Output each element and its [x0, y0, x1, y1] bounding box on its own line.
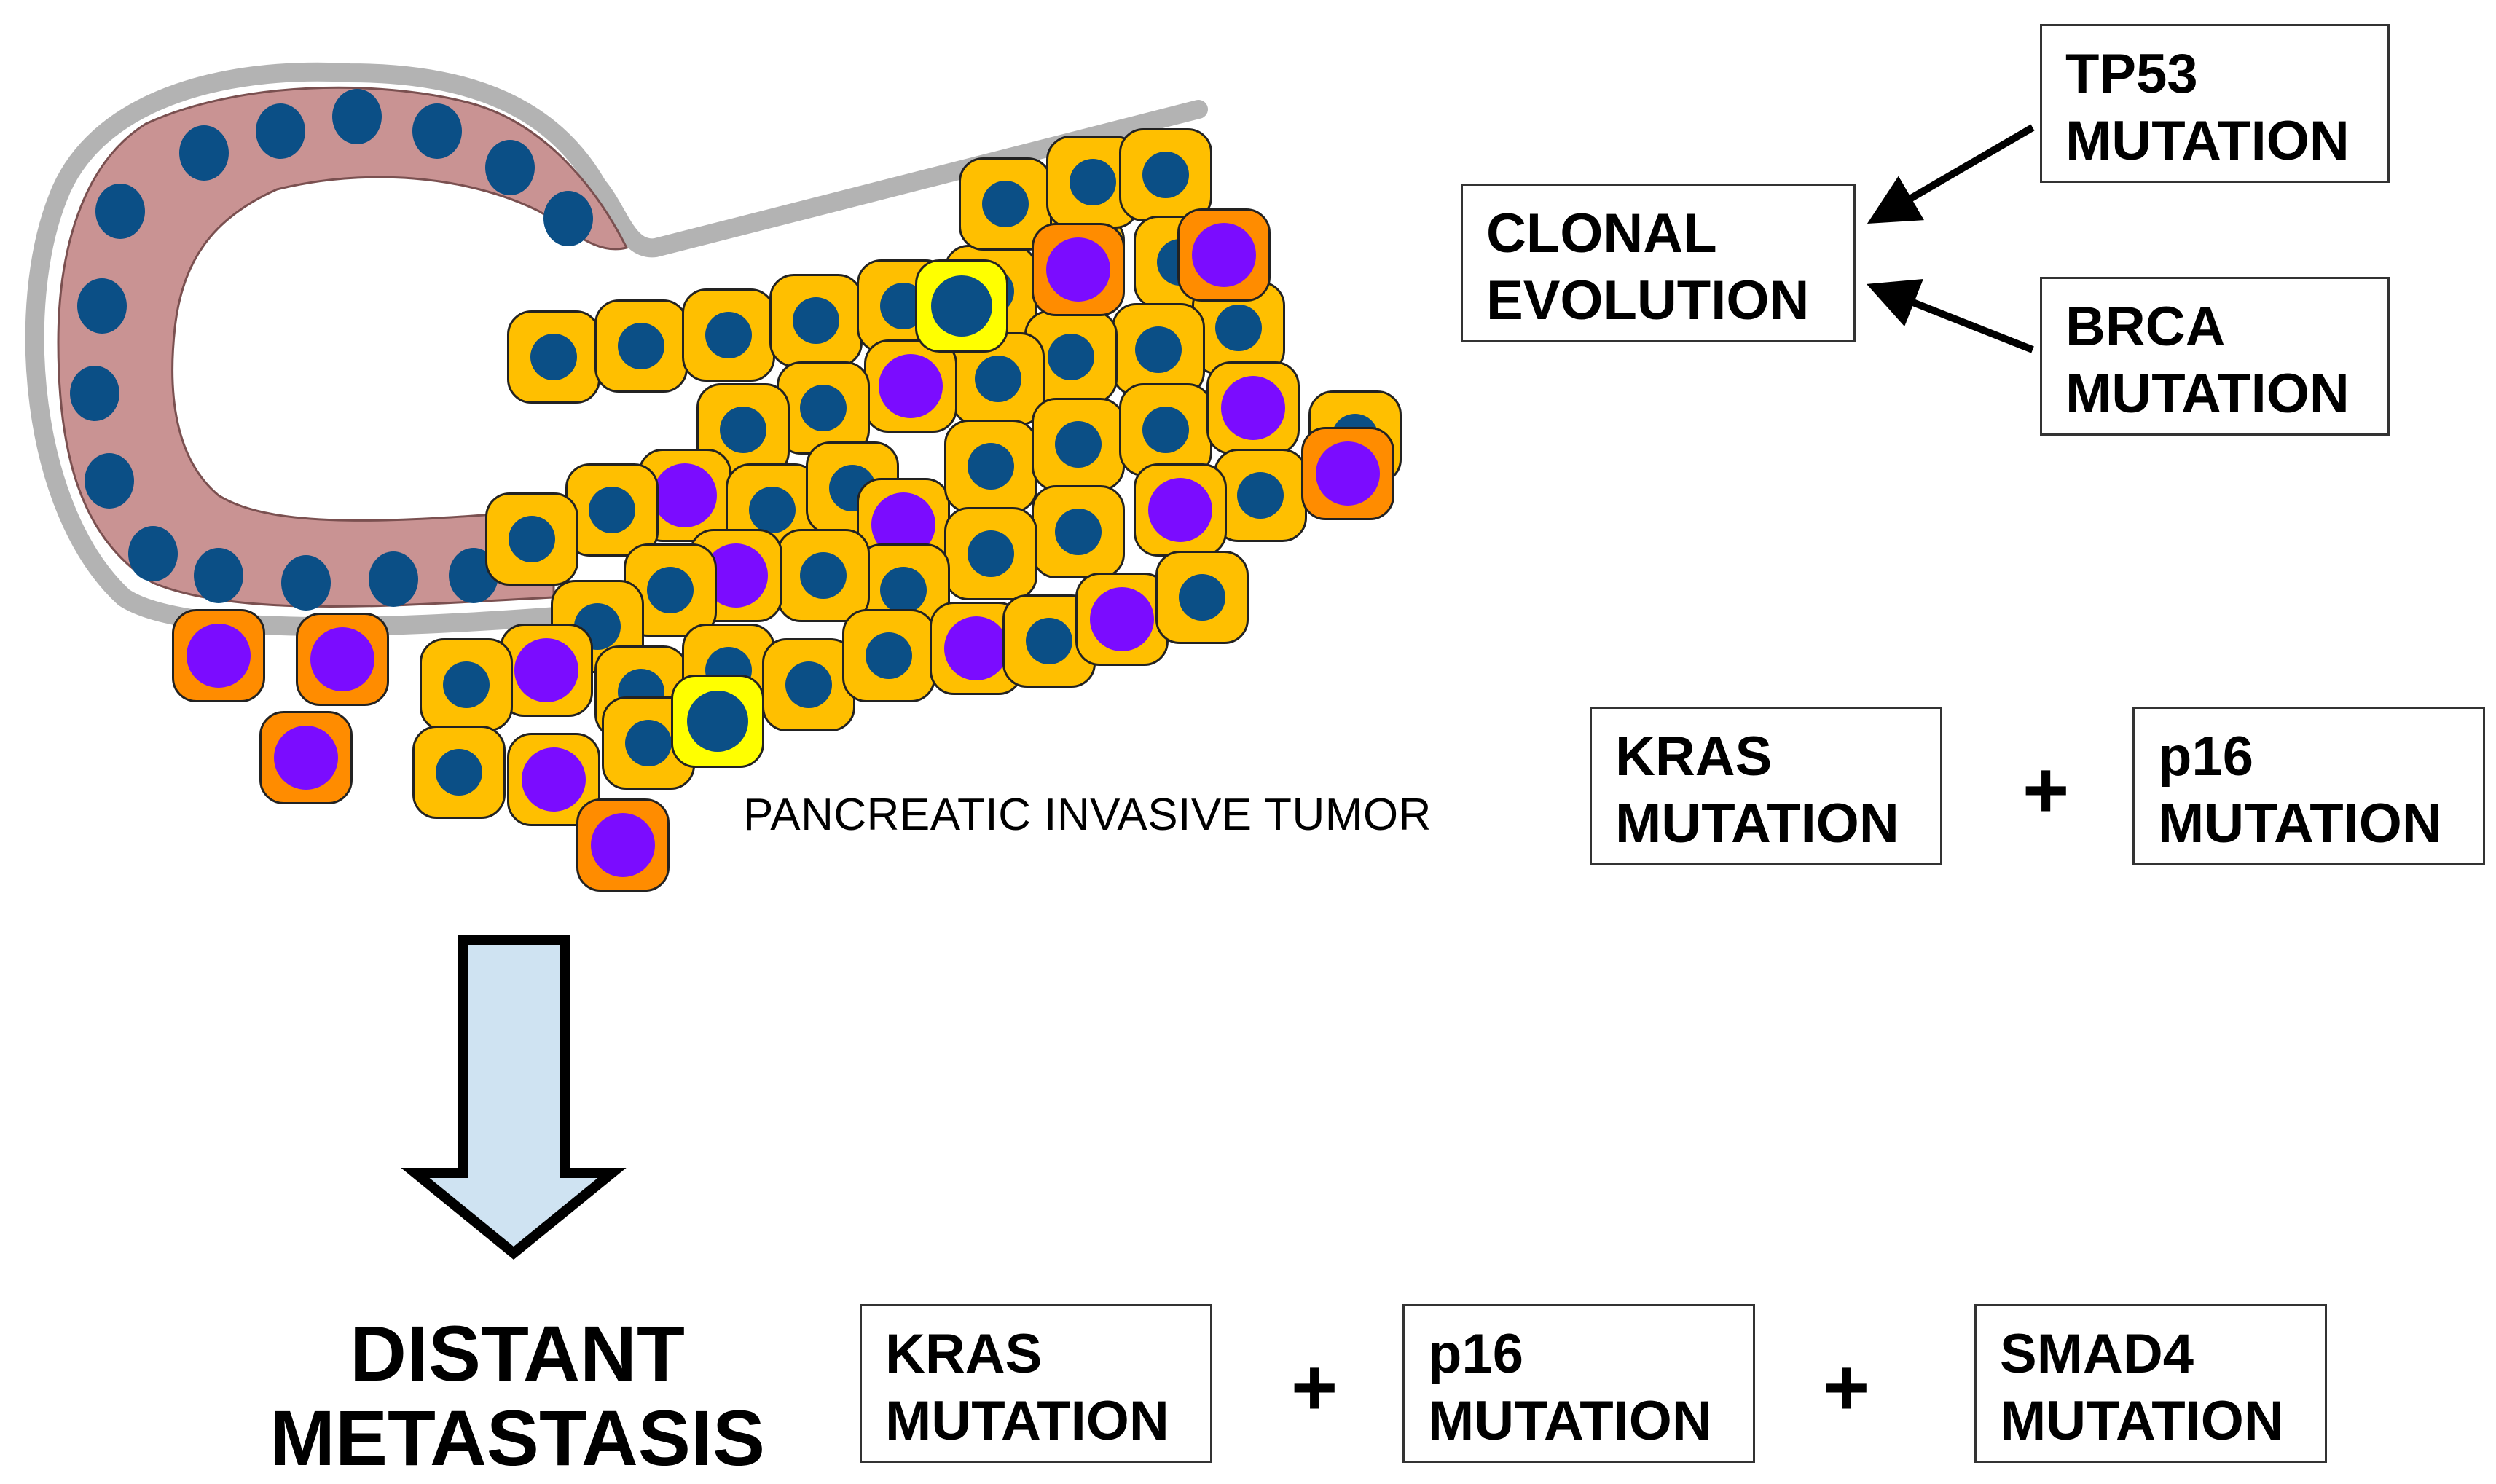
- metastasis-plus-sign-1: +: [1291, 1343, 1338, 1432]
- cell-nucleus: [1148, 478, 1212, 542]
- duct-nucleus: [128, 526, 178, 581]
- duct-nucleus: [85, 453, 134, 509]
- cell-nucleus: [591, 813, 655, 877]
- cell-nucleus: [1221, 376, 1285, 440]
- cell-nucleus: [443, 661, 490, 708]
- cell-nucleus: [522, 747, 586, 812]
- duct-nuclei: [70, 89, 593, 611]
- cell-nucleus: [1026, 618, 1072, 664]
- cell-nucleus: [800, 552, 847, 599]
- tumor-label: PANCREATIC INVASIVE TUMOR: [743, 790, 1432, 840]
- cell-nucleus: [1215, 305, 1262, 351]
- tumor-kras-mutation-label: KRAS MUTATION: [1615, 726, 1899, 855]
- tumor-cell-cluster: [172, 128, 1402, 892]
- cell-nucleus: [880, 567, 927, 613]
- duct-epithelium: [57, 86, 629, 608]
- cell-nucleus: [1179, 574, 1225, 621]
- duct-nucleus: [369, 551, 418, 607]
- metastasis-p16-mutation-box: p16 MUTATION: [1402, 1304, 1755, 1463]
- cell-nucleus: [793, 297, 839, 344]
- cell-nucleus: [720, 407, 766, 453]
- duct-nucleus: [543, 191, 593, 246]
- tp53-mutation-label: TP53 MUTATION: [2065, 43, 2350, 172]
- duct-nucleus: [179, 125, 229, 181]
- cell-nucleus: [589, 487, 635, 533]
- cell-nucleus: [785, 661, 832, 708]
- metastasis-arrow: [401, 935, 627, 1260]
- cell-nucleus: [871, 492, 935, 557]
- cell-nucleus: [749, 487, 796, 533]
- cell-nucleus: [310, 627, 374, 691]
- duct-nucleus: [95, 184, 145, 239]
- cell-nucleus: [653, 463, 717, 527]
- duct-nucleus: [281, 555, 331, 611]
- cell-nucleus: [1142, 152, 1189, 198]
- cell-nucleus: [647, 567, 694, 613]
- cell-nucleus: [530, 334, 577, 380]
- cell-nucleus: [1090, 587, 1154, 651]
- cell-nucleus: [1070, 159, 1116, 205]
- cell-nucleus: [931, 275, 992, 337]
- metastasis-kras-mutation-label: KRAS MUTATION: [885, 1323, 1169, 1452]
- cell-nucleus: [1237, 472, 1284, 519]
- cell-nucleus: [618, 323, 664, 369]
- cell-nucleus: [800, 385, 847, 431]
- cell-nucleus: [1316, 441, 1380, 506]
- cell-nucleus: [704, 543, 768, 608]
- cell-nucleus: [436, 749, 482, 796]
- metastasis-smad4-mutation-label: SMAD4 MUTATION: [2000, 1323, 2284, 1452]
- duct-nucleus: [256, 103, 305, 159]
- brca-mutation-box: BRCA MUTATION: [2040, 277, 2390, 436]
- cell-nucleus: [687, 691, 748, 752]
- duct-nucleus: [70, 366, 119, 421]
- cell-nucleus: [274, 726, 338, 790]
- cell-nucleus: [1142, 407, 1189, 453]
- duct-nucleus: [485, 140, 535, 195]
- cell-nucleus: [1046, 237, 1110, 302]
- duct-nucleus: [412, 103, 462, 159]
- cell-nucleus: [944, 616, 1008, 680]
- tp53-mutation-box: TP53 MUTATION: [2040, 24, 2390, 183]
- cell-nucleus: [1192, 223, 1256, 287]
- brca-mutation-label: BRCA MUTATION: [2065, 296, 2350, 425]
- metastasis-smad4-mutation-box: SMAD4 MUTATION: [1974, 1304, 2327, 1463]
- cell-nucleus: [187, 624, 251, 688]
- clonal-evolution-label: CLONAL EVOLUTION: [1486, 203, 1810, 331]
- metastasis-kras-mutation-box: KRAS MUTATION: [860, 1304, 1212, 1463]
- metastasis-p16-mutation-label: p16 MUTATION: [1428, 1323, 1712, 1452]
- tumor-p16-mutation-label: p16 MUTATION: [2158, 726, 2442, 855]
- cell-nucleus: [625, 720, 672, 766]
- cell-nucleus: [968, 530, 1014, 577]
- duct-nucleus: [194, 548, 243, 603]
- cell-nucleus: [968, 443, 1014, 490]
- cell-nucleus: [509, 516, 555, 562]
- cell-nucleus: [866, 632, 912, 679]
- cell-nucleus: [1135, 326, 1182, 373]
- metastasis-plus-sign-2: +: [1823, 1343, 1870, 1432]
- metastasis-label: DISTANT METASTASIS: [269, 1309, 765, 1482]
- cell-nucleus: [879, 354, 943, 418]
- clonal-evolution-box: CLONAL EVOLUTION: [1461, 184, 1856, 342]
- cell-nucleus: [514, 638, 578, 702]
- tumor-plus-sign: +: [2022, 745, 2070, 835]
- tp53-arrow: [1867, 124, 2035, 224]
- duct-nucleus: [77, 278, 127, 334]
- cell-nucleus: [705, 312, 752, 358]
- brca-arrow: [1866, 279, 2034, 353]
- cell-nucleus: [982, 181, 1029, 227]
- cell-nucleus: [1055, 509, 1102, 555]
- cell-nucleus: [1048, 334, 1094, 380]
- cell-nucleus: [1055, 421, 1102, 468]
- duct-nucleus: [332, 89, 382, 144]
- cell-nucleus: [975, 356, 1021, 402]
- tumor-p16-mutation-box: p16 MUTATION: [2132, 707, 2485, 865]
- tumor-kras-mutation-box: KRAS MUTATION: [1590, 707, 1942, 865]
